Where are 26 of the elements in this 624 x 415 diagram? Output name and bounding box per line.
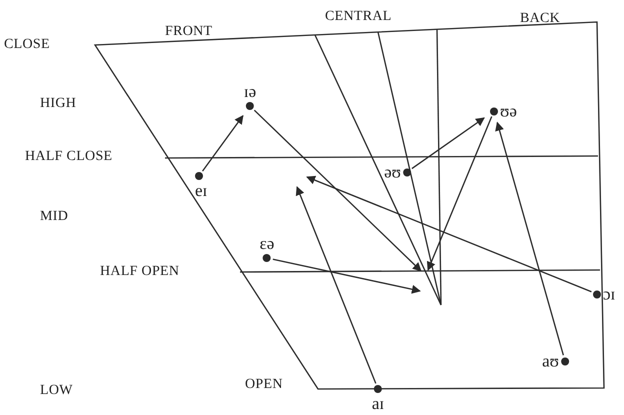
arrow bbox=[254, 110, 422, 272]
arrow bbox=[202, 114, 244, 172]
axis-label: BACK bbox=[520, 12, 560, 26]
axis-label: CENTRAL bbox=[325, 10, 392, 24]
phonetic-symbol: ɛə bbox=[260, 235, 274, 252]
phonetic-symbol: eɪ bbox=[195, 182, 208, 199]
phonetic-symbol: aɪ bbox=[372, 395, 384, 412]
phonetic-symbol: ʊə bbox=[500, 102, 517, 120]
axis-label: HALF CLOSE bbox=[25, 150, 112, 164]
phonetic-symbol: ɔɪ bbox=[603, 286, 616, 302]
axis-label: OPEN bbox=[245, 378, 283, 392]
arrow bbox=[426, 116, 492, 271]
arrow bbox=[296, 186, 376, 384]
phonetic-symbol: ɪə bbox=[244, 83, 256, 100]
axis-label: FRONT bbox=[165, 25, 212, 39]
axis-label: HIGH bbox=[40, 97, 76, 111]
phonetic-symbol: aʊ bbox=[542, 352, 559, 370]
axis-label: CLOSE bbox=[4, 38, 50, 52]
axis-label: HALF OPEN bbox=[100, 265, 180, 279]
axis-label: LOW bbox=[40, 384, 73, 398]
arrow bbox=[412, 117, 485, 170]
arrow bbox=[272, 258, 421, 294]
arrow bbox=[495, 122, 564, 356]
axis-label: MID bbox=[40, 210, 68, 224]
phonetic-symbol: əʊ bbox=[384, 164, 401, 180]
arrow bbox=[306, 176, 592, 292]
